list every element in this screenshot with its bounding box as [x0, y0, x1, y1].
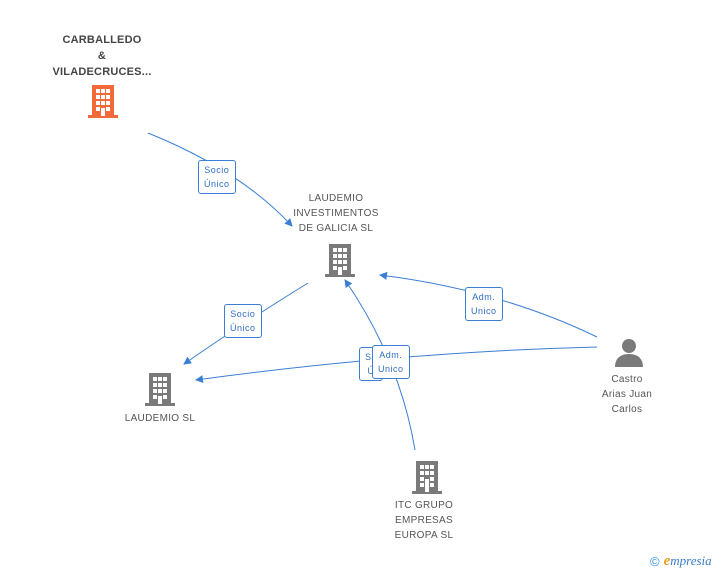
brand-rest: mpresia: [670, 553, 712, 568]
brand-logo[interactable]: empresia: [664, 553, 712, 570]
label-line: EMPRESAS: [395, 515, 453, 526]
edge-label-adm-unico[interactable]: Adm. Unico: [465, 287, 503, 321]
node-laudemio-sl-label[interactable]: LAUDEMIO SL: [110, 411, 210, 426]
copyright-icon: ©: [650, 553, 660, 569]
edge-label-line: Unico: [378, 364, 404, 374]
brand-initial: e: [663, 553, 671, 569]
label-line: Carlos: [611, 404, 643, 415]
edge-label-line: Socio: [204, 165, 230, 175]
building-icon[interactable]: [143, 371, 177, 407]
building-icon[interactable]: [410, 459, 444, 495]
edge-label-line: Ú: [367, 366, 375, 376]
node-laudemio-investimentos-label[interactable]: LAUDEMIO INVESTIMENTOS DE GALICIA SL: [276, 191, 396, 236]
label-line: INVESTIMENTOS: [293, 208, 379, 219]
building-icon[interactable]: [86, 83, 120, 119]
label-line: Castro: [611, 374, 643, 385]
label-line: Arias Juan: [601, 389, 653, 400]
label-line: CARBALLEDO: [62, 34, 142, 46]
edge-label-socio-unico[interactable]: Socio Único: [198, 160, 236, 194]
label-line: &: [97, 50, 107, 62]
edge-label-socio-unico[interactable]: Socio Único: [224, 304, 262, 338]
building-icon[interactable]: [323, 242, 357, 278]
footer-brand: © empresia: [650, 553, 712, 570]
person-icon[interactable]: [613, 338, 645, 368]
edge-label-line: Socio: [230, 309, 256, 319]
label-line: LAUDEMIO: [308, 193, 364, 204]
edge-label-line: Adm.: [472, 292, 496, 302]
edge-label-line: Único: [204, 179, 230, 189]
label-line: DE GALICIA SL: [298, 223, 374, 234]
label-line: VILADECRUCES...: [52, 66, 152, 78]
node-itc-grupo-label[interactable]: ITC GRUPO EMPRESAS EUROPA SL: [374, 498, 474, 543]
edge-label-line: Único: [230, 323, 256, 333]
node-castro-label[interactable]: Castro Arias Juan Carlos: [582, 372, 672, 417]
edge-label-adm-unico[interactable]: Adm. Unico: [372, 345, 410, 379]
label-line: LAUDEMIO SL: [124, 413, 196, 424]
label-line: EUROPA SL: [394, 530, 454, 541]
edge-label-line: So: [365, 352, 378, 362]
node-carballedo-label[interactable]: CARBALLEDO & VILADECRUCES...: [40, 32, 164, 80]
edge-label-line: Unico: [471, 306, 497, 316]
label-line: ITC GRUPO: [394, 500, 454, 511]
edge-label-line: Adm.: [379, 350, 403, 360]
